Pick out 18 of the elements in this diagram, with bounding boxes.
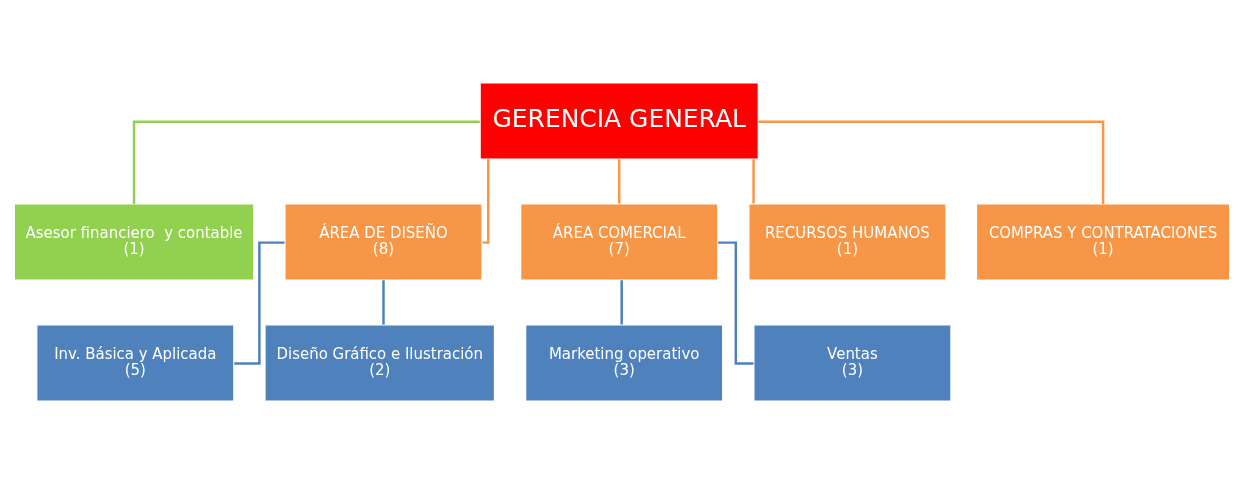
connector (234, 241, 285, 365)
node-box: ÁREA DE DISEÑO (8) (284, 203, 483, 281)
node-box: Marketing operativo (3) (525, 324, 724, 402)
connector (758, 120, 1105, 204)
node-box: COMPRAS Y CONTRATACIONES (1) (975, 203, 1231, 281)
connector (617, 159, 621, 204)
node-box: Asesor financiero y contable (1) (13, 203, 255, 281)
connector (132, 120, 480, 204)
connector (752, 159, 755, 204)
node-box: GERENCIA GENERAL (479, 82, 759, 160)
connector (382, 280, 385, 325)
node-box: RECURSOS HUMANOS (1) (748, 203, 947, 281)
node-box: Diseño Gráfico e Ilustración (2) (264, 324, 496, 402)
node-box: Ventas (3) (753, 324, 952, 402)
connector (620, 280, 623, 325)
node-box: ÁREA COMERCIAL (7) (520, 203, 719, 281)
connector (482, 159, 490, 244)
node-box: Inv. Básica y Aplicada (5) (36, 324, 235, 402)
